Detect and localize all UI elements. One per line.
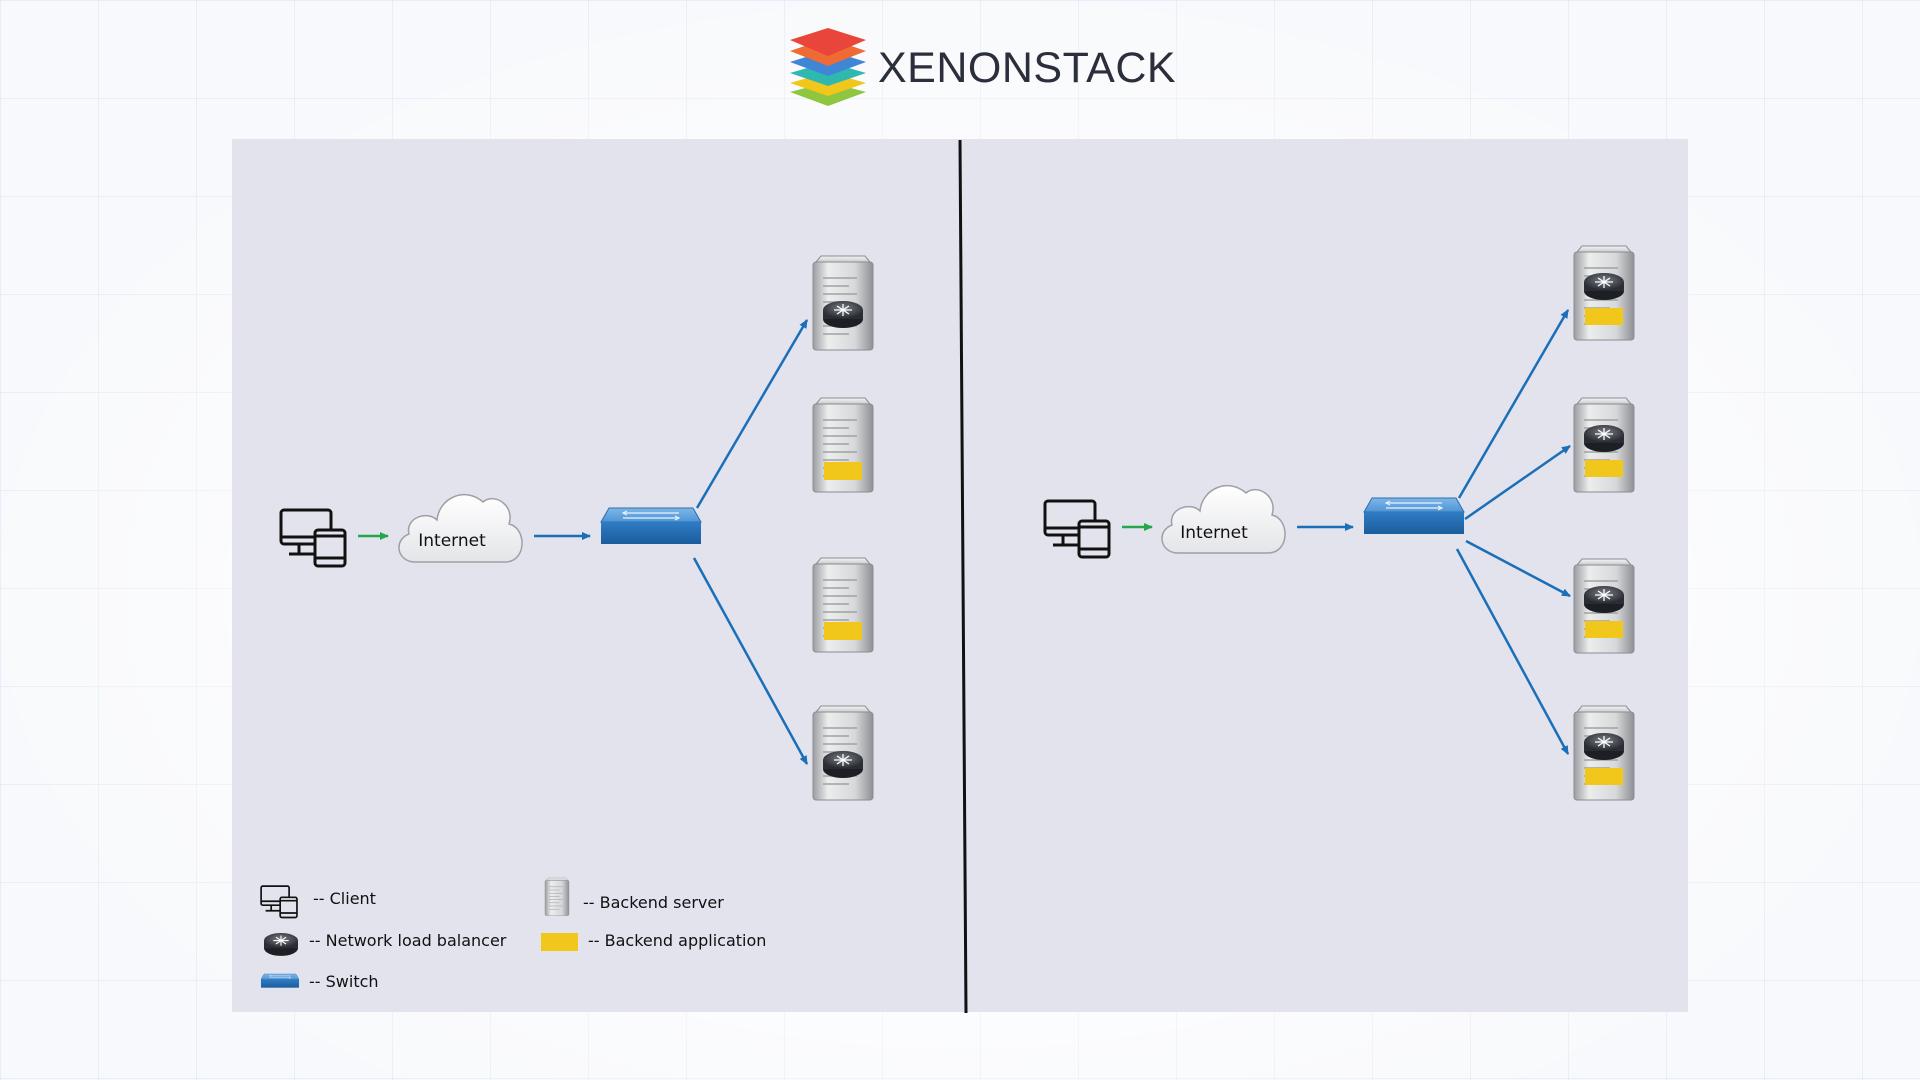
- switch-to-server-arrow: [695, 319, 809, 509]
- legend-load-balancer-label: -- Network load balancer: [309, 931, 507, 950]
- backend-server-lb-app: [1573, 558, 1635, 654]
- legend-load-balancer-icon: [263, 932, 299, 957]
- legend-client-icon: [260, 885, 298, 919]
- legend-backend-application-label: -- Backend application: [588, 931, 766, 950]
- legend-client-label: -- Client: [313, 889, 376, 908]
- logo-text: XENONSTACK: [878, 43, 1177, 92]
- backend-application-block: [824, 622, 862, 640]
- switch-to-server-arrow: [1455, 548, 1570, 755]
- internet-label: Internet: [1180, 523, 1248, 543]
- client-icon: [1043, 499, 1111, 559]
- internet-label: Internet: [418, 531, 486, 551]
- panel-divider: [958, 139, 968, 1014]
- xenonstack-logo: XENONSTACK: [788, 26, 1176, 110]
- logo-stack-icon: [790, 28, 866, 106]
- legend-backend-server-label: -- Backend server: [583, 893, 724, 912]
- switch-icon: [600, 507, 702, 545]
- legend-backend-application-icon: [541, 933, 578, 951]
- switch-to-server-arrow: [1465, 539, 1571, 598]
- backend-application-block: [1585, 308, 1623, 325]
- client-icon: [279, 508, 347, 568]
- backend-application-block: [1585, 460, 1623, 477]
- switch-to-server-arrow: [1457, 309, 1570, 499]
- backend-server-lb: [812, 255, 874, 351]
- backend-application-block: [1585, 621, 1623, 638]
- internet-cloud-icon: [398, 493, 523, 563]
- backend-server-lb-app: [1573, 705, 1635, 801]
- left-diagram: Internet: [279, 255, 874, 801]
- legend-backend-server-icon: [544, 877, 570, 916]
- backend-server-app: [812, 397, 874, 493]
- backend-server-lb-app: [1573, 397, 1635, 493]
- switch-to-server-arrow: [1464, 444, 1571, 521]
- backend-server-lb-app: [1573, 245, 1635, 341]
- backend-application-block: [824, 462, 862, 480]
- backend-application-block: [1585, 768, 1623, 785]
- legend: -- Client -- Network load balancer -- Sw…: [260, 877, 766, 991]
- legend-switch-icon: [260, 973, 300, 988]
- right-diagram: Internet: [1043, 245, 1635, 801]
- legend-switch-label: -- Switch: [309, 972, 379, 991]
- switch-to-server-arrow: [692, 557, 809, 765]
- backend-server-app: [812, 557, 874, 653]
- backend-server-lb: [812, 705, 874, 801]
- switch-icon: [1363, 497, 1465, 535]
